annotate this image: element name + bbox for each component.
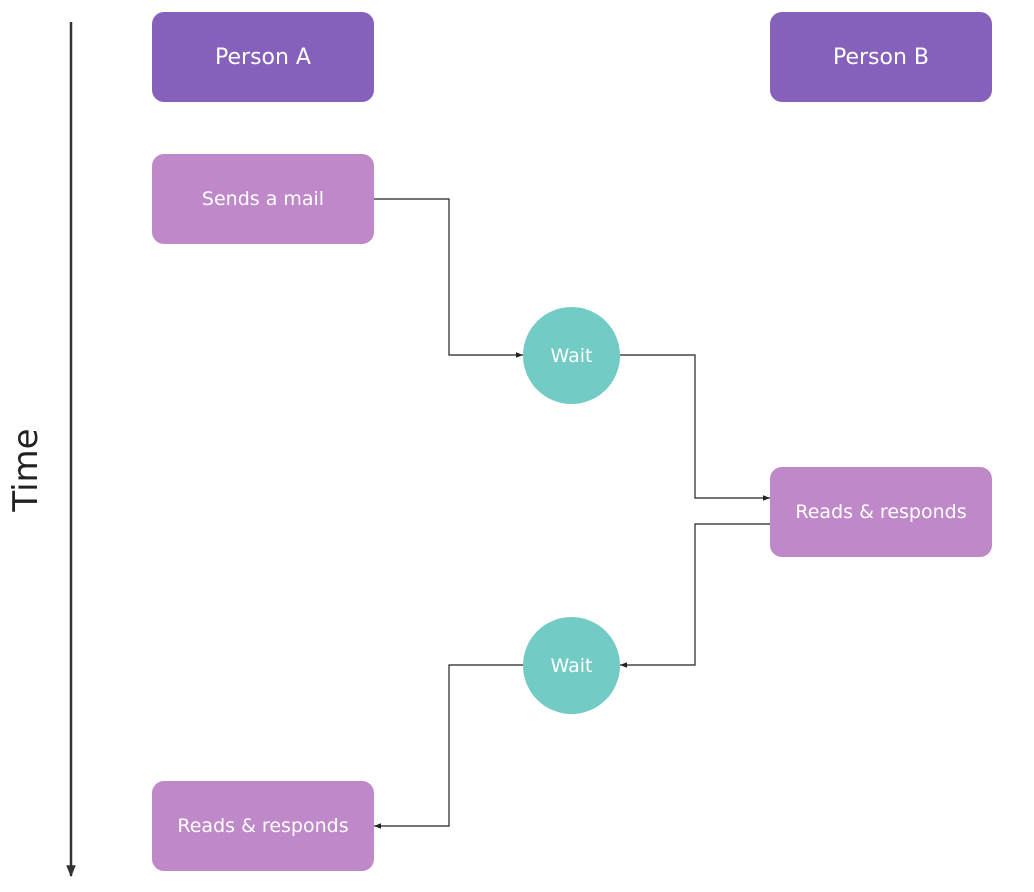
- connector-wait-to-a-respond: [374, 664, 523, 829]
- step-a-reads-responds-label: Reads & responds: [177, 815, 349, 837]
- step-b-reads-responds: Reads & responds: [770, 467, 992, 557]
- wait-node-2: Wait: [523, 617, 620, 714]
- lane-header-person-a-label: Person A: [215, 44, 311, 70]
- step-sends-mail-label: Sends a mail: [201, 188, 325, 210]
- time-axis-label: Time: [6, 428, 46, 512]
- step-b-reads-responds-label: Reads & responds: [795, 501, 967, 523]
- step-a-reads-responds: Reads & responds: [152, 781, 374, 871]
- lane-header-person-b-label: Person B: [832, 44, 929, 70]
- wait-node-1: Wait: [523, 307, 620, 404]
- wait-node-2-label: Wait: [550, 654, 593, 677]
- lane-header-person-a: Person A: [152, 12, 374, 102]
- step-sends-mail: Sends a mail: [152, 154, 374, 244]
- connector-b-respond-to-wait: [620, 523, 770, 668]
- connector-wait-to-b-respond: [620, 354, 770, 501]
- connector-send-to-wait: [374, 198, 523, 358]
- lane-header-person-b: Person B: [770, 12, 992, 102]
- wait-node-1-label: Wait: [550, 344, 593, 367]
